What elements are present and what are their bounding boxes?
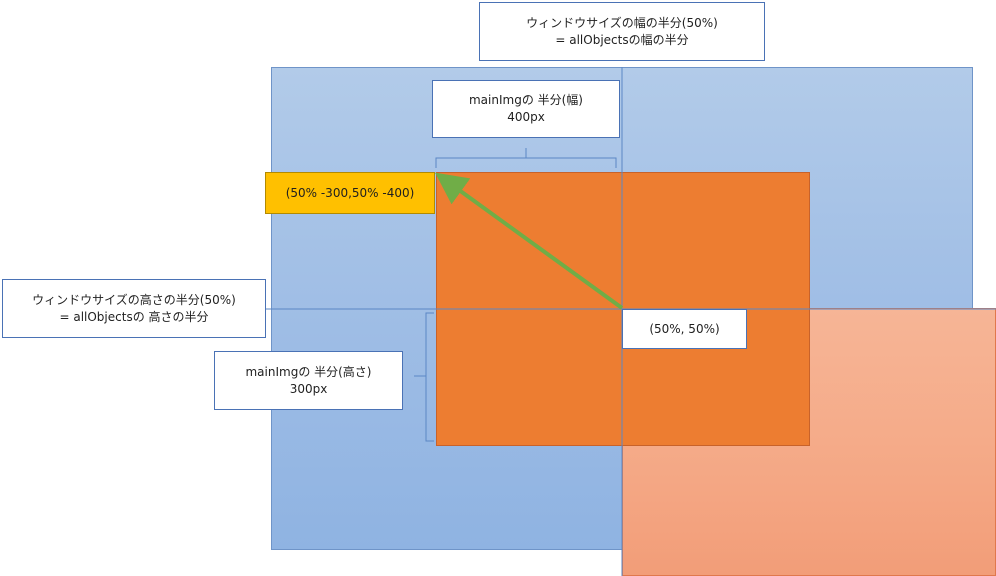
target-point-label: (50% -300,50% -400): [265, 172, 435, 214]
window-half-height-label: ウィンドウサイズの高さの半分(50%) = allObjectsの 高さの半分: [2, 279, 266, 338]
center-point-label: (50%, 50%): [622, 309, 747, 349]
window-half-height-line1: ウィンドウサイズの高さの半分(50%): [32, 292, 236, 307]
width-brace: [435, 148, 617, 168]
mainimg-half-height-label: mainImgの 半分(高さ) 300px: [214, 351, 403, 410]
height-brace: [414, 312, 434, 442]
mainimg-half-width-line2: 400px: [507, 110, 545, 124]
window-half-width-label: ウィンドウサイズの幅の半分(50%) = allObjectsの幅の半分: [479, 2, 765, 61]
mainimg-half-height-line1: mainImgの 半分(高さ): [245, 364, 372, 379]
offset-arrow: [435, 172, 624, 310]
window-half-width-line2: = allObjectsの幅の半分: [555, 32, 689, 47]
window-half-width-line1: ウィンドウサイズの幅の半分(50%): [526, 15, 718, 30]
window-half-height-line2: = allObjectsの 高さの半分: [59, 309, 209, 324]
mainimg-half-width-line1: mainImgの 半分(幅): [468, 93, 583, 107]
mainimg-half-height-line2: 300px: [289, 381, 328, 396]
mainimg-half-width-label: mainImgの 半分(幅) 400px: [432, 80, 620, 138]
